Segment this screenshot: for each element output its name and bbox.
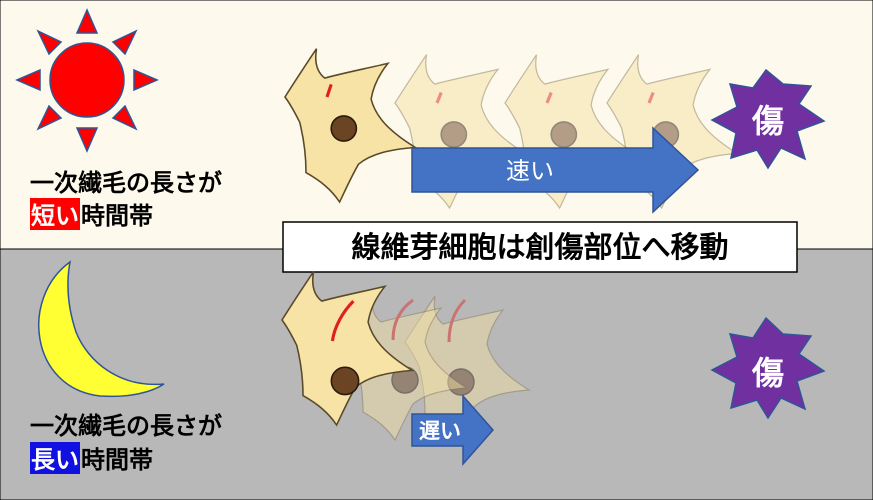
moon-icon [38, 260, 165, 398]
bottom-cells [281, 270, 530, 443]
slow-arrow-label: 遅い [419, 419, 461, 443]
fast-arrow-label: 速い [506, 157, 554, 185]
bottom-caption-highlight: 長い [31, 446, 79, 474]
slow-cell-trail-1 [342, 293, 468, 441]
bottom-caption-rest: 時間帯 [81, 446, 153, 474]
sun-icon [15, 8, 159, 153]
bottom-caption: 一次繊毛の長さが 長い 時間帯 [30, 412, 222, 474]
bottom-wound-label: 傷 [751, 354, 784, 392]
bottom-wound: 傷 [710, 316, 826, 420]
banner-text: 線維芽細胞は創傷部位へ移動 [351, 230, 728, 264]
top-highlight-box [30, 198, 80, 230]
slow-cell-main [281, 270, 413, 426]
bottom-caption-line1: 一次繊毛の長さが [30, 412, 222, 440]
top-cells [284, 47, 738, 209]
cell-trail-2 [504, 54, 636, 209]
cell-trail-1 [394, 54, 526, 209]
top-caption-rest: 時間帯 [81, 202, 153, 230]
banner: 線維芽細胞は創傷部位へ移動 [282, 221, 798, 273]
top-wound-label: 傷 [751, 102, 784, 140]
top-caption-line1: 一次繊毛の長さが [30, 169, 222, 197]
fast-arrow: 速い [411, 126, 700, 214]
bottom-highlight-box [30, 442, 80, 474]
top-caption-highlight: 短い [31, 202, 79, 230]
top-caption: 一次繊毛の長さが 短い 時間帯 [30, 169, 222, 230]
slow-arrow: 遅い [411, 394, 495, 466]
cell-main [284, 47, 416, 203]
top-wound: 傷 [710, 68, 826, 170]
